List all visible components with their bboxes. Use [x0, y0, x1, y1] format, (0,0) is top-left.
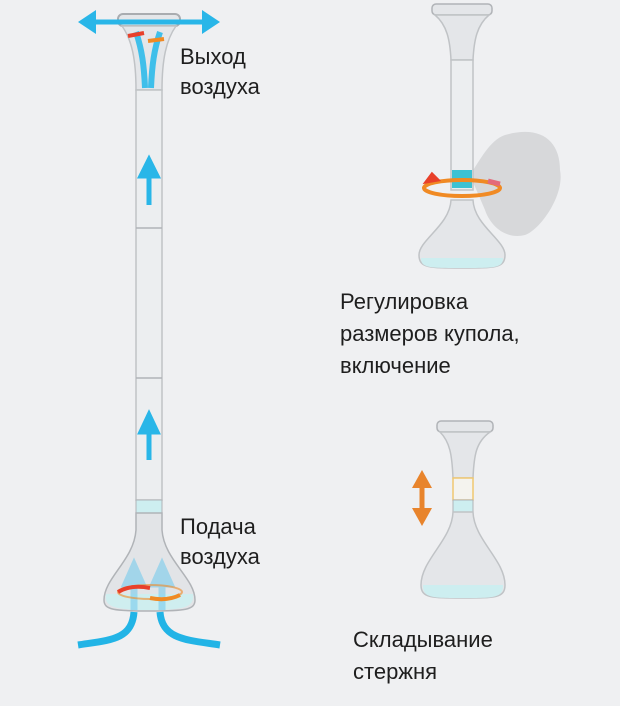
rotate-ring-icon	[422, 178, 502, 198]
label-line: воздуха	[180, 544, 260, 569]
label-line: воздуха	[180, 74, 260, 99]
fold-joint	[452, 477, 474, 501]
label-line: размеров купола,	[340, 321, 520, 346]
outflow-channel-icon	[133, 31, 163, 89]
adjust-lamp	[418, 3, 561, 269]
rod-collar	[135, 499, 163, 514]
air-out-arrow-icon	[78, 10, 220, 34]
adjust-label: Регулировка размеров купола, включение	[340, 286, 520, 382]
rotate-arrow-icon	[147, 37, 165, 43]
folded-lamp	[412, 420, 506, 599]
extended-lamp	[77, 10, 221, 649]
label-line: Регулировка	[340, 289, 469, 314]
air-in-curve-icon	[156, 611, 221, 649]
rotate-arrow-icon	[127, 31, 145, 38]
airflow-up-arrow-icon	[136, 154, 162, 205]
fold-arrow-icon	[412, 470, 432, 526]
fold-label: Складывание стержня	[353, 624, 493, 688]
label-line: стержня	[353, 659, 438, 684]
rotate-arrow-icon	[149, 593, 181, 602]
label-line: Выход	[180, 44, 246, 69]
air-out-label: Выход воздуха	[180, 42, 260, 102]
label-line: включение	[340, 353, 451, 378]
intake-arrows-icon	[120, 557, 176, 610]
rotate-arrow-icon	[116, 584, 151, 594]
hand-icon	[470, 131, 561, 236]
airflow-up-arrow-icon	[137, 409, 161, 460]
label-line: Подача	[180, 514, 256, 539]
air-in-label: Подача воздуха	[180, 512, 260, 572]
rotate-arrow-icon	[422, 171, 442, 185]
air-in-curve-icon	[77, 611, 138, 649]
label-line: Складывание	[353, 627, 493, 652]
